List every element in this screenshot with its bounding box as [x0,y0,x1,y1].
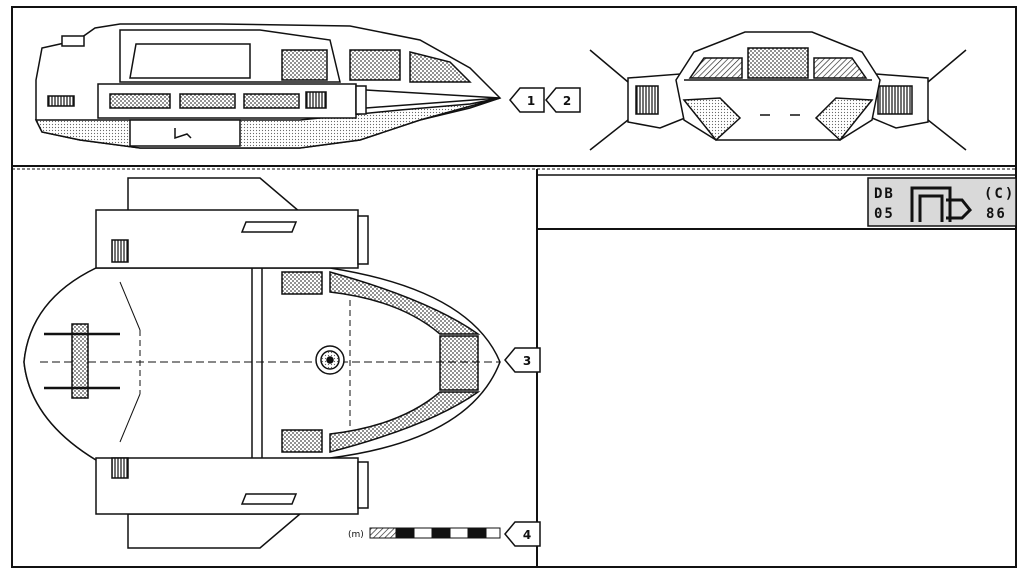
side-view [34,23,502,149]
callout-2: 2 [545,87,581,113]
top-view [23,177,501,549]
sheet-frame [11,6,1017,568]
callout-4: 4 [504,521,541,547]
logo-icon [910,186,973,222]
callout-4-label: 4 [523,528,531,542]
callout-3-label: 3 [523,354,531,368]
callout-1-label: 1 [527,94,535,108]
section-divider [12,165,1016,567]
callout-1: 1 [509,87,545,113]
callout-2-label: 2 [563,94,571,108]
stamp-bottom-right: 86 [986,206,1007,222]
stamp-top-right: (C) [984,186,1015,202]
front-view [589,31,967,151]
publisher-stamp: DB 05 (C) 86 [867,177,1017,227]
scale-bar: (m) [348,527,501,540]
callout-3: 3 [504,347,541,373]
stamp-bottom-left: 05 [874,206,895,222]
stamp-top-left: DB [874,186,895,202]
scale-unit-label: (m) [348,530,364,540]
